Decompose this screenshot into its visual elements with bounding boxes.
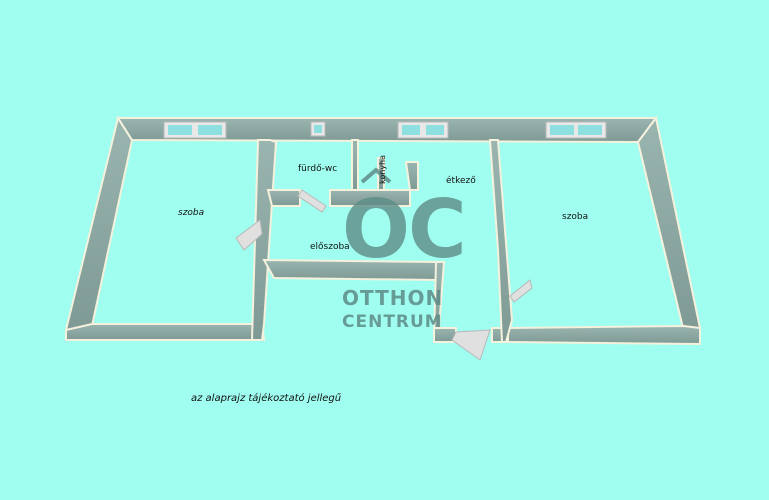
wall-right-room-left <box>488 139 514 343</box>
logo-line-2: CENTRUM <box>342 312 443 332</box>
room-label-eloszoba: előszoba <box>310 242 350 252</box>
window-bath <box>310 121 326 137</box>
window-left <box>163 121 227 139</box>
wall-bottom-left <box>65 323 266 341</box>
wall-bottom-right <box>504 324 701 346</box>
room-label-szoba-right: szoba <box>562 212 589 222</box>
wall-bath-bottom <box>266 189 301 207</box>
window-right <box>545 121 607 139</box>
door-entrance <box>451 329 491 361</box>
room-label-furdo: fürdő-wc <box>298 164 338 174</box>
wall-kitchen-right <box>404 161 419 191</box>
logo-mark: OC <box>342 183 467 276</box>
disclaimer-note: az alaprajz tájékoztató jellegű <box>191 393 342 404</box>
wall-outer-right <box>636 115 702 334</box>
room-label-szoba-left: szoba <box>178 208 205 218</box>
wall-outer-left <box>64 115 134 332</box>
door-right-room <box>509 279 533 303</box>
window-middle <box>397 121 449 139</box>
door-bath <box>297 189 327 213</box>
logo-roof-icon <box>360 167 392 184</box>
room-label-konyha: konyha <box>378 154 387 184</box>
logo-line-1: OTTHON <box>342 286 444 310</box>
door-left-room <box>235 219 263 251</box>
room-label-etkezo: étkező <box>446 176 476 186</box>
